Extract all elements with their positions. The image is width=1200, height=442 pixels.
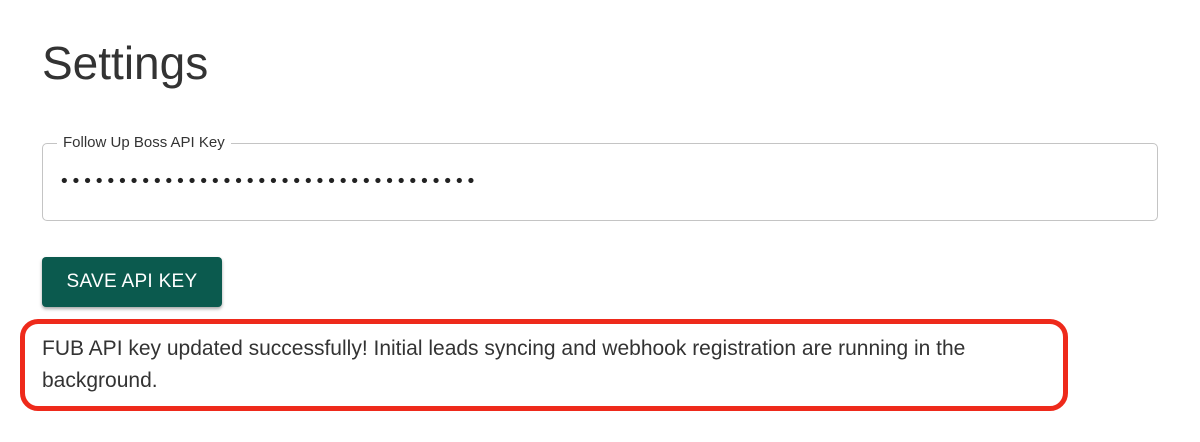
save-api-key-button[interactable]: SAVE API KEY — [42, 257, 222, 307]
api-key-input[interactable] — [59, 166, 1139, 196]
highlight-annotation — [20, 319, 1068, 411]
api-key-field[interactable]: Follow Up Boss API Key — [42, 133, 1158, 221]
api-key-label: Follow Up Boss API Key — [57, 133, 231, 153]
page-title: Settings — [42, 37, 209, 89]
success-message: FUB API key updated successfully! Initia… — [42, 337, 966, 392]
